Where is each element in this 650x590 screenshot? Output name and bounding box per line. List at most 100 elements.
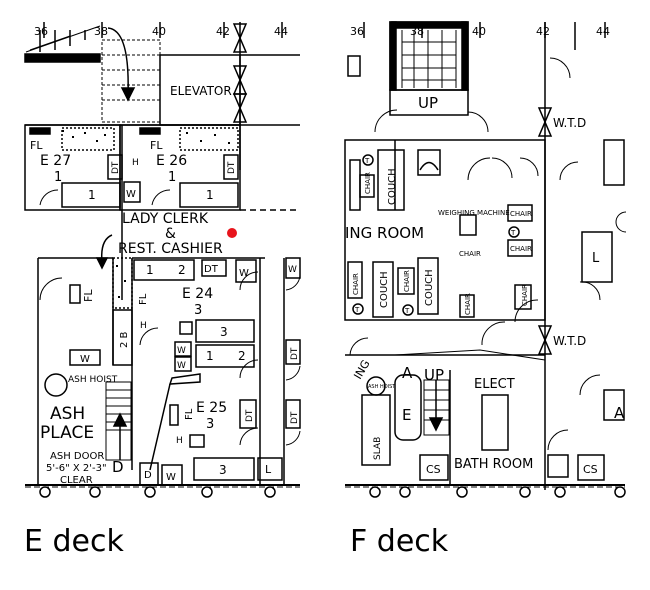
lady-clerk-line1: LADY CLERK [122,211,209,227]
e24-berth-two: 2 [178,263,186,277]
cabin-e26-berths: 1 [168,170,176,185]
e-frame-44: 44 [274,25,288,38]
ash-place-line2: PLACE [40,423,94,443]
f-frame-44: 44 [596,25,610,38]
ash-door-line2: 5'-6" X 2'-3" [46,463,107,474]
t-top: T [364,157,370,165]
cabin-e26-label: E 26 [156,153,187,169]
e25-w-bottom: W [177,361,186,371]
e25-d-small: D [144,470,152,481]
e25-berth-one: 1 [206,349,214,363]
e24-berth-one: 1 [146,263,154,277]
t-bottom-1: T [354,306,360,314]
t-bottom-2: T [404,307,410,315]
e-deck-stair-top [24,53,101,63]
e-deck-grating-hatch [62,130,230,298]
weighing-machine-label: WEIGHING MACHINE [438,209,510,217]
f-deck-labels: 36 38 40 42 44 UP W.T.D W.T.D COUCH CHAI… [345,25,625,476]
e27-dt: DT [111,161,121,174]
f-deck-plan [344,21,627,498]
cabin-e25-label: E 25 [196,400,227,416]
f-up-top: UP [418,94,438,112]
ash-door-line3: CLEAR [60,475,93,486]
chair-wm: CHAIR [459,250,481,258]
e27-w: W [126,189,136,200]
f-a-left: A [402,364,413,382]
ash-place-2b: 2 B [119,331,130,348]
wtd-top: W.T.D [553,116,586,130]
e-fl-left: FL [30,139,43,152]
ash-hoist-label: ASH HOIST [68,375,118,385]
e26-dt: DT [227,161,237,174]
couch-top: COUCH [387,168,398,205]
f-frame-36: 36 [350,25,364,38]
f-a-right: A [614,404,625,422]
e-fl-right: FL [150,139,163,152]
bath-room-label: BATH ROOM [454,457,533,472]
ash-door-line1: ASH DOOR [50,451,104,462]
ash-place-line1: ASH [50,404,85,424]
f-e-left: E [402,406,411,424]
ing-curved: ING [351,358,372,382]
cabin-e25-berths: 3 [206,417,214,432]
f-frame-42: 42 [536,25,550,38]
e-deck-caption: E deck [24,524,124,559]
e24-w: W [239,268,249,279]
couch-low-2: COUCH [424,269,435,306]
ash-place-d: D [112,458,124,476]
e25-w-top: W [177,346,186,356]
e-deck-plan [24,22,301,498]
e25-berth-three: 3 [219,463,227,477]
couch-low-1: COUCH [379,271,390,308]
e27-h: H [132,158,139,168]
e-right-w: W [288,265,297,275]
e-frame-42: 42 [216,25,230,38]
cabin-e27-label: E 27 [40,153,71,169]
ash-hoist-f: ASH HOIST [368,384,396,390]
slab-label: SLAB [373,437,383,460]
e-right-dt-1: DT [290,347,300,360]
cs-left: CS [426,463,441,476]
e24-h: H [140,321,147,331]
e25-l: L [265,463,272,476]
e25-h: H [176,436,183,446]
chair-right-1: CHAIR [510,210,532,218]
t-mid: T [510,229,516,237]
e25-berth-two: 2 [238,349,246,363]
f-up-bottom: UP [424,366,444,384]
e25-w: W [166,472,176,483]
e-right-dt-2: DT [290,411,300,424]
ash-place-w: W [80,354,90,365]
wtd-bottom: W.T.D [553,334,586,348]
f-l-right: L [592,251,600,266]
e24-dt: DT [204,264,219,275]
chair-low-3: CHAIR [464,293,472,315]
e-deck-lift-grid [101,39,161,123]
e-deck-labels: 36 38 40 42 44 ELEVATOR FL FL E 27 1 E 2… [30,25,300,486]
cabin-e24-berths: 3 [194,303,202,318]
e-frame-36: 36 [34,25,48,38]
e24-fl: FL [138,293,149,305]
e24-berth-three: 3 [220,325,228,339]
chair-low-4: CHAIR [521,284,529,306]
e-frame-40: 40 [152,25,166,38]
e-deck-frame-ticks [43,22,283,38]
e26-berth-one: 1 [206,188,214,202]
e27-berth-one: 1 [88,188,96,202]
e25-dt: DT [245,409,255,422]
lady-clerk-line3: REST. CASHIER [118,241,223,257]
chair-right-2: CHAIR [510,245,532,253]
cs-right: CS [583,463,598,476]
red-marker [227,228,237,238]
lady-clerk-line2: & [165,226,176,242]
f-deck-caption: F deck [350,524,449,559]
f-frame-38: 38 [410,25,424,38]
chair-low-2: CHAIR [403,270,411,292]
elevator-label: ELEVATOR [170,84,232,98]
chair-low-1: CHAIR [352,273,360,295]
chair-top: CHAIR [364,172,372,194]
cabin-e24-label: E 24 [182,286,213,302]
e-frame-38: 38 [94,25,108,38]
ash-place-fl: FL [82,289,95,302]
